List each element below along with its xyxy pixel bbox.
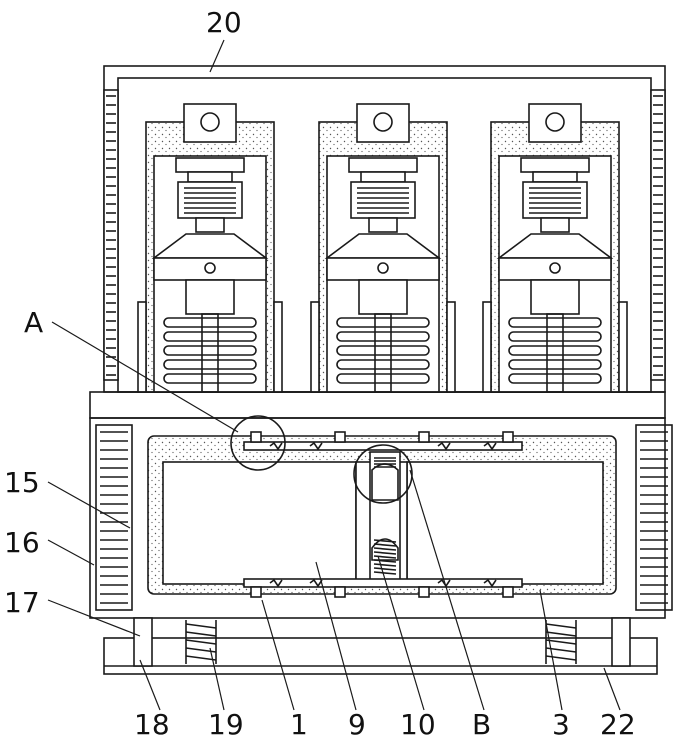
spring-turn [186, 624, 216, 628]
label-22: 22 [600, 708, 636, 741]
pole-column [138, 104, 282, 392]
label-a: A [24, 306, 43, 339]
pole-columns [138, 104, 627, 392]
rail-peg [335, 587, 345, 597]
neck [541, 218, 569, 232]
insulator-shed [164, 332, 256, 341]
terminal-block [357, 104, 409, 142]
insulator-shed [509, 346, 601, 355]
insulator-shed [509, 360, 601, 369]
spring-turn [546, 640, 576, 644]
insulator-shed [337, 346, 429, 355]
neck [369, 218, 397, 232]
stem-block [359, 280, 407, 314]
insulator-shed [337, 360, 429, 369]
insulator-shed [509, 332, 601, 341]
rail-peg [335, 432, 345, 442]
label-3: 3 [552, 708, 570, 741]
spring-turn [546, 624, 576, 628]
label-b: B [472, 708, 491, 741]
spring-turn [186, 640, 216, 644]
stem-block [186, 280, 234, 314]
label-10: 10 [400, 708, 436, 741]
side-rail [619, 302, 627, 392]
top-flange [521, 158, 589, 172]
spring-turn [186, 632, 216, 636]
rail-peg [251, 432, 261, 442]
side-rail [311, 302, 319, 392]
spring-turn [546, 632, 576, 636]
insulator-shed [337, 332, 429, 341]
rail-peg [251, 587, 261, 597]
stem-block [531, 280, 579, 314]
label-15: 15 [4, 466, 40, 499]
label-19: 19 [208, 708, 244, 741]
spring-turn [546, 656, 576, 660]
insulator-shed [337, 374, 429, 383]
label-20: 20 [206, 6, 242, 39]
rail-peg [419, 587, 429, 597]
right-housing-grille [651, 90, 665, 380]
side-rail [274, 302, 282, 392]
insulator-shed [164, 318, 256, 327]
rail-peg [503, 587, 513, 597]
insulator-shed [337, 318, 429, 327]
pole-column [311, 104, 455, 392]
insulator-shed [164, 374, 256, 383]
top-flange [349, 158, 417, 172]
bottom-plate [104, 618, 657, 674]
side-rail [483, 302, 491, 392]
insulator-shed [509, 318, 601, 327]
top-flange [176, 158, 244, 172]
rail-peg [419, 432, 429, 442]
label-9: 9 [348, 708, 366, 741]
neck [196, 218, 224, 232]
insulator-shed [164, 360, 256, 369]
mid-plate [499, 258, 611, 280]
left-housing-grille [104, 90, 118, 380]
rail-peg [503, 432, 513, 442]
insulator-shed [509, 374, 601, 383]
mid-plate [327, 258, 439, 280]
mid-plate [154, 258, 266, 280]
label-18: 18 [134, 708, 170, 741]
upper-collar [361, 172, 405, 182]
side-rail [447, 302, 455, 392]
terminal-block [184, 104, 236, 142]
label-1: 1 [290, 708, 308, 741]
pole-column [483, 104, 627, 392]
upper-collar [533, 172, 577, 182]
terminal-block [529, 104, 581, 142]
upper-collar [188, 172, 232, 182]
center-spring-column [370, 452, 400, 582]
insulator-shed [164, 346, 256, 355]
side-rail [138, 302, 146, 392]
label-17: 17 [4, 586, 40, 619]
spring-turn [186, 648, 216, 652]
label-16: 16 [4, 526, 40, 559]
